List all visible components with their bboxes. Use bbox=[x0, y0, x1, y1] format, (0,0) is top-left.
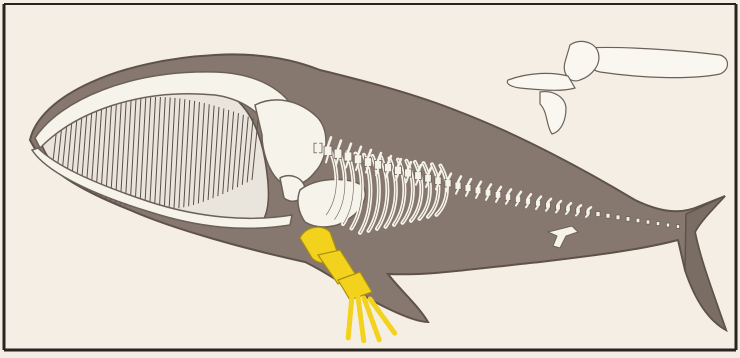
phalanx bbox=[348, 329, 349, 338]
vertebra bbox=[596, 212, 600, 217]
vertebra bbox=[324, 146, 332, 155]
vertebra bbox=[626, 217, 630, 222]
phalanx bbox=[368, 309, 371, 318]
phalanx bbox=[361, 320, 362, 329]
vertebra bbox=[676, 225, 679, 229]
phalanx bbox=[372, 320, 375, 329]
vertebra bbox=[344, 152, 352, 161]
phalanx bbox=[358, 297, 359, 306]
vertebra bbox=[666, 223, 669, 227]
vertebra bbox=[616, 215, 620, 220]
phalanx bbox=[376, 331, 379, 340]
phalanx bbox=[350, 307, 351, 316]
vertebra bbox=[636, 218, 640, 222]
vertebra bbox=[354, 155, 361, 164]
transverse-process bbox=[586, 215, 588, 217]
phalanx bbox=[360, 309, 361, 318]
vertebra bbox=[334, 149, 342, 158]
vertebra bbox=[364, 158, 371, 167]
phalanx bbox=[351, 296, 352, 305]
vertebra bbox=[646, 220, 650, 224]
vertebra bbox=[606, 213, 610, 218]
vertebra bbox=[314, 143, 322, 153]
phalanx bbox=[349, 318, 350, 327]
phalanx bbox=[363, 332, 364, 341]
vertebra bbox=[656, 221, 659, 225]
vertebra bbox=[374, 161, 381, 170]
vertebra bbox=[384, 163, 391, 171]
phalanx bbox=[364, 298, 367, 307]
